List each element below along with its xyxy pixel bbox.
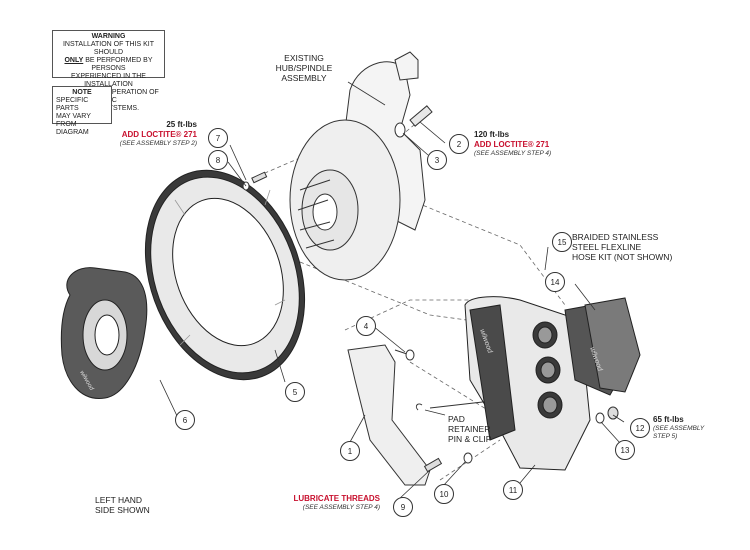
torque-25-note: 25 ft-lbs ADD LOCTITE® 271 (SEE ASSEMBLY…	[105, 120, 197, 148]
callout-2: 2	[449, 134, 469, 154]
torque-65-value: 65 ft-lbs	[653, 415, 684, 424]
caliper	[464, 296, 591, 471]
warning-line-3: EXPERIENCED IN THE INSTALLATION	[71, 73, 146, 88]
callout-5: 5	[285, 382, 305, 402]
torque-120-step: (SEE ASSEMBLY STEP 4)	[474, 150, 552, 157]
note-line-1: SPECIFIC PARTS	[56, 97, 89, 112]
callout-3: 3	[427, 150, 447, 170]
callout-15: 15	[552, 232, 572, 252]
warning-box: WARNING INSTALLATION OF THIS KIT SHOULD …	[52, 30, 165, 112]
caliper-bracket	[347, 344, 431, 486]
pad-label-line-3: PIN & CLIP	[448, 434, 492, 444]
torque-25-value: 25 ft-lbs	[166, 120, 197, 129]
warning-line-1: INSTALLATION OF THIS KIT SHOULD	[62, 41, 154, 56]
lubricate-value: LUBRICATE THREADS	[293, 494, 380, 503]
hub-label-line-1: EXISTING	[284, 53, 324, 63]
hub-spindle-assembly	[289, 51, 426, 281]
hub-label-line-2: HUB/SPINDLE	[275, 63, 333, 73]
rotor-bolt	[242, 171, 268, 191]
pad-label-line-1: PAD	[448, 414, 465, 424]
warning-line-2: ONLY BE PERFORMED BY PERSONS	[56, 57, 161, 73]
callout-13: 13	[615, 440, 635, 460]
hub-spindle-label: EXISTING HUB/SPINDLE ASSEMBLY	[262, 53, 346, 83]
pad-label-line-2: RETAINER	[448, 424, 491, 434]
side-label-line-1: LEFT HAND	[95, 495, 143, 505]
callout-9: 9	[393, 497, 413, 517]
callout-14: 14	[545, 272, 565, 292]
torque-120-note: 120 ft-lbs ADD LOCTITE® 271 (SEE ASSEMBL…	[474, 130, 574, 158]
note-line-2: MAY VARY FROM	[56, 113, 91, 128]
torque-120-loctite: ADD LOCTITE® 271	[474, 140, 550, 149]
torque-65-note: 65 ft-lbs (SEE ASSEMBLY STEP 5)	[653, 415, 733, 441]
callout-11: 11	[503, 480, 523, 500]
callout-7: 7	[208, 128, 228, 148]
pad-retainer-label: PAD RETAINER PIN & CLIP	[448, 414, 508, 444]
callout-10: 10	[434, 484, 454, 504]
braided-label-line-3: HOSE KIT (NOT SHOWN)	[572, 252, 673, 262]
rotor-disc	[144, 169, 306, 381]
side-label-line-2: SIDE SHOWN	[95, 505, 150, 515]
callout-4: 4	[356, 316, 376, 336]
braided-label-line-1: BRAIDED STAINLESS	[572, 232, 659, 242]
leader-lines	[159, 81, 625, 501]
torque-120-value: 120 ft-lbs	[474, 130, 510, 139]
torque-65-step-2: STEP 5)	[653, 433, 678, 440]
side-shown-label: LEFT HAND SIDE SHOWN	[95, 495, 175, 515]
torque-65-step-1: (SEE ASSEMBLY	[653, 425, 705, 432]
note-heading: NOTE	[72, 89, 92, 96]
note-line-3: DIAGRAM	[56, 129, 89, 136]
warning-line-2-rest: BE PERFORMED BY PERSONS	[83, 57, 153, 72]
rotor-hat	[60, 267, 148, 399]
bracket-hardware	[405, 349, 473, 473]
lubricate-note: LUBRICATE THREADS (SEE ASSEMBLY STEP 4)	[276, 494, 380, 512]
callout-1: 1	[340, 441, 360, 461]
callout-12: 12	[630, 418, 650, 438]
warning-only-emphasis: ONLY	[64, 57, 84, 64]
hub-label-line-3: ASSEMBLY	[281, 73, 327, 83]
torque-25-loctite: ADD LOCTITE® 271	[121, 130, 197, 139]
brake-pads	[564, 297, 641, 396]
callout-8: 8	[208, 150, 228, 170]
braided-hose-label: BRAIDED STAINLESS STEEL FLEXLINE HOSE KI…	[572, 232, 690, 262]
torque-25-step: (SEE ASSEMBLY STEP 2)	[119, 140, 197, 147]
spindle-bolt	[394, 105, 433, 138]
note-box: NOTE SPECIFIC PARTS MAY VARY FROM DIAGRA…	[52, 86, 112, 136]
warning-heading: WARNING	[91, 33, 126, 40]
caliper-bolt-hardware	[595, 406, 619, 424]
braided-label-line-2: STEEL FLEXLINE	[572, 242, 642, 252]
lubricate-step: (SEE ASSEMBLY STEP 4)	[302, 504, 380, 511]
callout-6: 6	[175, 410, 195, 430]
